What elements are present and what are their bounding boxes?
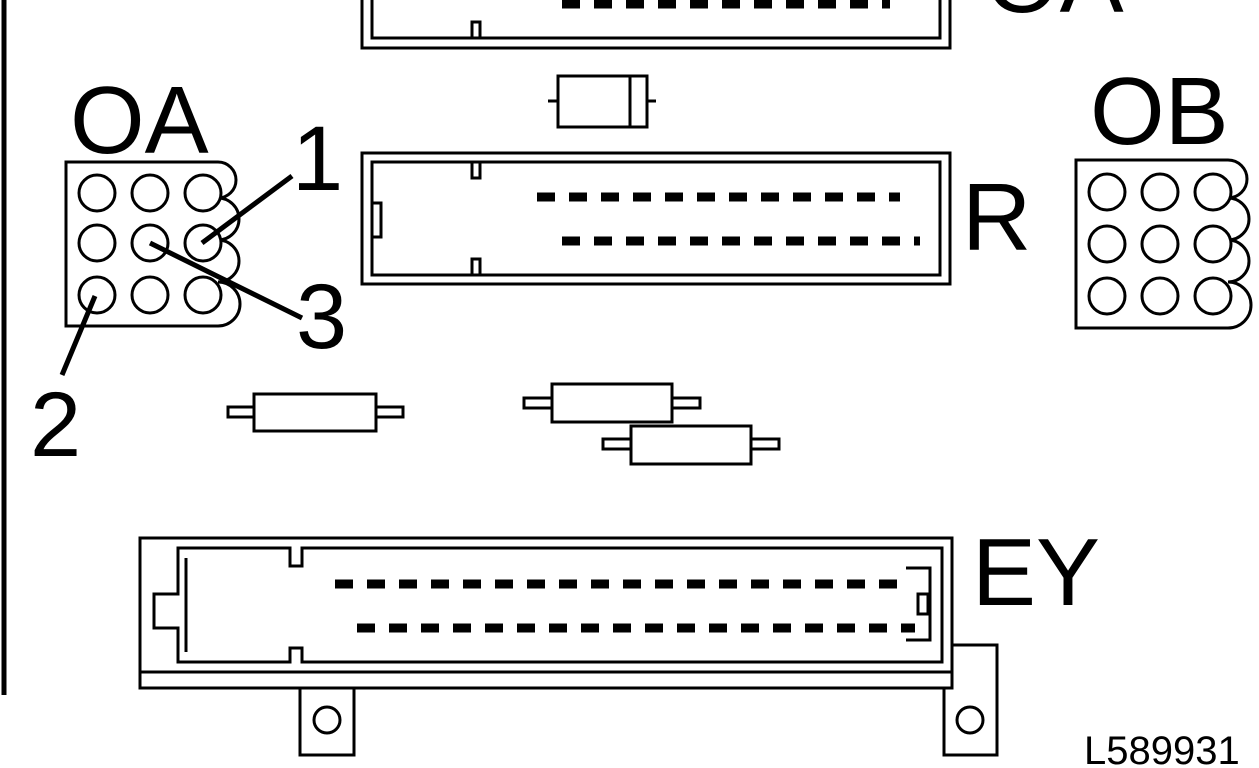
connector-oa-label: OA [70, 67, 209, 174]
figure-reference: L589931 [1084, 729, 1240, 768]
connector-ey [138, 536, 999, 757]
connector-r [360, 151, 952, 286]
connector-ob-label: OB [1090, 58, 1229, 165]
pin-3-label: 3 [296, 266, 347, 368]
connector-r-label: R [962, 164, 1031, 271]
connector-ey-label: EY [972, 519, 1100, 626]
pin-3-leader [148, 240, 304, 321]
top-connector-label: OA [985, 0, 1124, 33]
top-connector: OA [360, 0, 1124, 50]
connector-oa [64, 160, 242, 328]
resistor-1 [226, 392, 405, 433]
resistor-2 [522, 382, 702, 424]
pin-1-label: 1 [292, 108, 343, 210]
pin-2-leader [59, 295, 98, 376]
resistor-3 [601, 424, 781, 466]
connector-ob [1074, 158, 1253, 330]
pin-2-label: 2 [30, 374, 81, 476]
pin-1-leader [200, 173, 294, 246]
diode-component [548, 74, 656, 129]
